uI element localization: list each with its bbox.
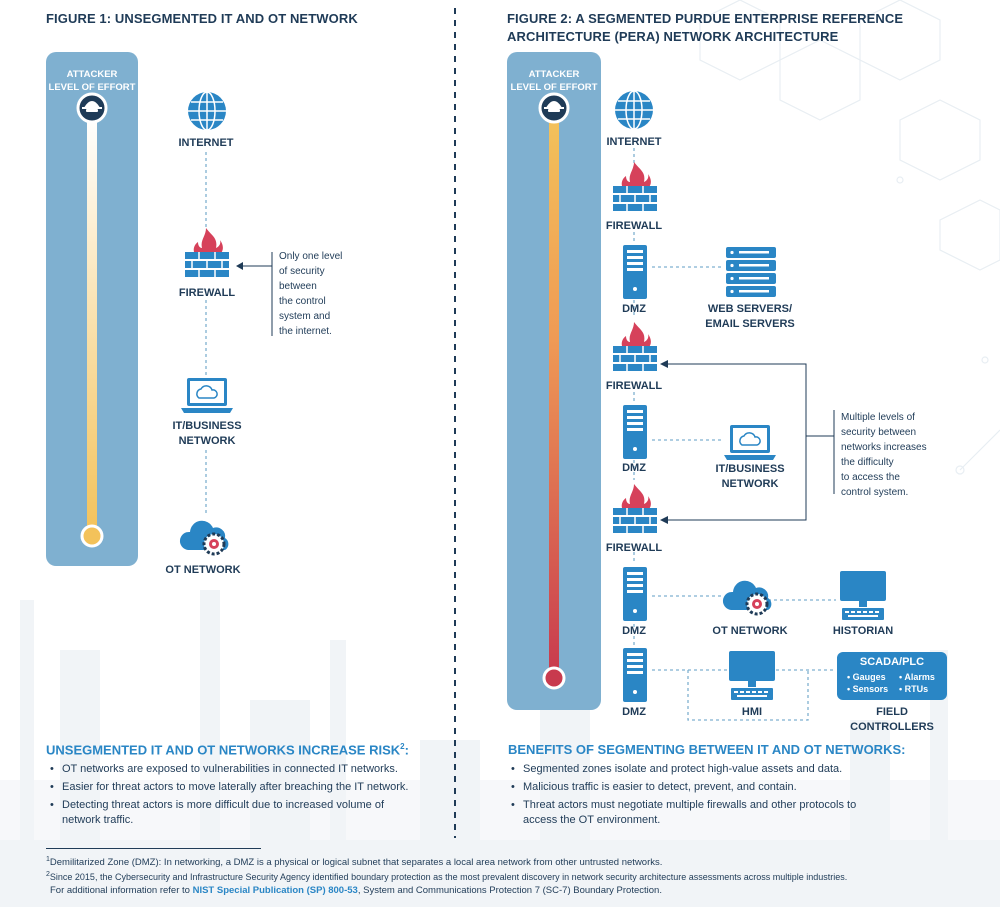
figure2-historian-label: HISTORIAN (832, 625, 894, 637)
list-item: Detecting threat actors is more difficul… (50, 798, 412, 828)
nist-publication-link[interactable]: NIST Special Publication (SP) 800-53 (192, 885, 358, 896)
footnote-divider (46, 848, 261, 849)
figure1-it-business-label: IT/BUSINESS NETWORK (172, 420, 242, 447)
laptop-cloud-icon (724, 425, 776, 460)
footnote-2-num: 2 (46, 871, 50, 878)
globe-icon (615, 90, 653, 130)
figure2-bar-label: ATTACKER LEVEL OF EFFORT (510, 69, 598, 93)
footnote-3-suffix: , System and Communications Protection 7… (357, 885, 662, 896)
figure1-effort-gauge (76, 92, 108, 548)
globe-icon (188, 91, 226, 131)
footnote-3-prefix: For additional information refer to (50, 885, 193, 896)
figure2-firewall2-label: FIREWALL (605, 380, 663, 392)
figure2-note: Multiple levels of security between netw… (841, 412, 927, 498)
figure2-effort-gauge (538, 92, 570, 690)
figure2-firewall1-label: FIREWALL (605, 220, 663, 232)
figure2-it-business-label: IT/BUSINESS NETWORK (715, 463, 785, 490)
footnote-1: 1Demilitarized Zone (DMZ): In networking… (46, 853, 662, 869)
scada-title: SCADA/PLC (859, 656, 925, 668)
figure2-firewall3-label: FIREWALL (605, 542, 663, 554)
list-item: Threat actors must negotiate multiple fi… (511, 798, 863, 828)
figure2-title: FIGURE 2: A SEGMENTED PURDUE ENTERPRISE … (507, 10, 903, 46)
figure2-title-line1: FIGURE 2: A SEGMENTED PURDUE ENTERPRISE … (507, 11, 904, 26)
risk-heading-text: UNSEGMENTED IT AND OT NETWORKS INCREASE … (46, 742, 401, 758)
risk-heading-sup: 2 (400, 742, 405, 751)
figure2-dmz2-label: DMZ (622, 462, 646, 474)
scada-gauges-text: Gauges (852, 672, 886, 682)
figure1-firewall-label: FIREWALL (178, 287, 236, 299)
figure2-field-controllers-label: FIELD CONTROLLERS (850, 706, 934, 733)
firewall-icon (613, 162, 657, 211)
risk-heading: UNSEGMENTED IT AND OT NETWORKS INCREASE … (46, 742, 409, 757)
figure1-internet-label: INTERNET (178, 137, 234, 149)
benefits-bullet-list: Segmented zones isolate and protect high… (509, 762, 883, 831)
figure1-bar-label: ATTACKER LEVEL OF EFFORT (48, 69, 136, 93)
scada-alarms-text: Alarms (904, 672, 935, 682)
footnote-1-num: 1 (46, 856, 50, 863)
list-item: OT networks are exposed to vulnerabiliti… (50, 762, 447, 777)
figure1-ot-network-label: OT NETWORK (165, 564, 241, 576)
scada-rtus: • RTUs (899, 684, 929, 694)
figure2-dmz4-label: DMZ (622, 706, 646, 718)
figure2-dmz1-label: DMZ (622, 303, 646, 315)
figure1-title: FIGURE 1: UNSEGMENTED IT AND OT NETWORK (46, 11, 358, 26)
cloud-gear-icon (179, 520, 229, 556)
figure2-internet-label: INTERNET (606, 136, 662, 148)
footnote-3: For additional information refer to NIST… (50, 884, 662, 897)
figure2-hmi-label: HMI (741, 706, 763, 718)
benefits-heading: BENEFITS OF SEGMENTING BETWEEN IT AND OT… (508, 742, 906, 757)
footnote-1-text: Demilitarized Zone (DMZ): In networking,… (49, 857, 663, 869)
figure2-note-arrows (660, 360, 835, 524)
firewall-icon (613, 322, 657, 371)
figure2-dmz3-label: DMZ (622, 625, 646, 637)
firewall-icon (613, 484, 657, 533)
risk-bullet-list: OT networks are exposed to vulnerabiliti… (48, 762, 447, 831)
server-rack-icon (726, 247, 776, 297)
monitor-icon (840, 571, 886, 620)
figure2-title-line2: ARCHITECTURE (PERA) NETWORK ARCHITECTURE (507, 29, 839, 44)
scada-sensors-text: Sensors (852, 684, 889, 694)
figure2-web-servers-label: WEB SERVERS/ EMAIL SERVERS (705, 303, 795, 330)
list-item: Easier for threat actors to move lateral… (50, 780, 447, 795)
footnote-2: 2Since 2015, the Cybersecurity and Infra… (46, 868, 847, 884)
figure1-connectors (205, 152, 207, 515)
server-icon (623, 567, 647, 621)
list-item: Segmented zones isolate and protect high… (511, 762, 883, 777)
scada-sensors: • Sensors (847, 684, 889, 694)
laptop-cloud-icon (181, 378, 233, 413)
monitor-icon (729, 651, 775, 700)
server-icon (623, 648, 647, 702)
cloud-gear-icon (722, 580, 772, 616)
scada-plc-box: SCADA/PLC • Gauges • Alarms • Sensors • … (837, 652, 947, 700)
center-divider (454, 8, 456, 838)
figure2-ot-network-label: OT NETWORK (712, 625, 788, 637)
firewall-icon (185, 228, 229, 277)
figure1-note-arrow (236, 252, 273, 336)
server-icon (623, 405, 647, 459)
list-item: Malicious traffic is easier to detect, p… (511, 780, 883, 795)
server-icon (623, 245, 647, 299)
scada-gauges: • Gauges (847, 672, 886, 682)
footnote-2-text: Since 2015, the Cybersecurity and Infras… (49, 872, 848, 882)
scada-rtus-text: RTUs (904, 684, 929, 694)
figure2-connectors (633, 148, 836, 721)
figure1-note: Only one level of security between the c… (279, 251, 343, 337)
scada-alarms: • Alarms (899, 672, 935, 682)
risk-heading-colon: : (404, 742, 409, 758)
